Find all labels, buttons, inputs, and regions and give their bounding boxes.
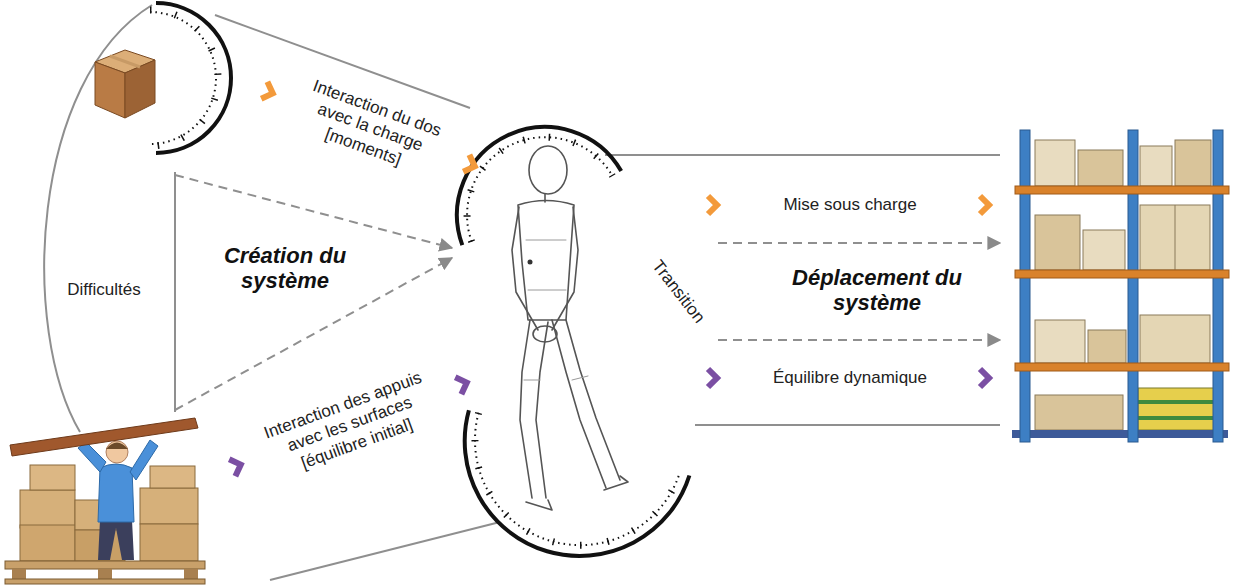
human-figure-sketch xyxy=(566,320,620,480)
shelving-illustration xyxy=(1012,130,1229,442)
shelving-illustration xyxy=(1012,430,1228,438)
worker-illustration xyxy=(150,466,195,488)
section-heading: Déplacement du système xyxy=(782,265,972,316)
shelving-illustration xyxy=(1138,416,1214,420)
guide-lines xyxy=(695,424,1000,426)
gauge-arc xyxy=(467,137,612,242)
gauge-arc xyxy=(150,10,218,146)
human-figure-sketch xyxy=(604,476,628,490)
purple-chevron xyxy=(455,374,470,394)
shelving-illustration xyxy=(1035,215,1080,270)
gauge-arc xyxy=(467,137,612,242)
section-heading: Création du système xyxy=(210,243,360,294)
worker-illustration xyxy=(78,442,106,472)
shelving-illustration xyxy=(1020,130,1030,442)
human-figure-sketch xyxy=(529,146,567,194)
human-figure-sketch xyxy=(552,207,578,330)
gauge-arc xyxy=(156,3,231,153)
human-figure-sketch xyxy=(526,500,552,510)
shelving-illustration xyxy=(1078,150,1123,186)
shelving-illustration xyxy=(1035,395,1123,430)
worker-illustration xyxy=(106,441,128,463)
worker-illustration xyxy=(5,579,205,584)
shelving-illustration xyxy=(1175,140,1211,186)
shelving-illustration xyxy=(1138,388,1214,430)
purple-chevron xyxy=(980,369,989,387)
shelving-illustration xyxy=(1213,130,1223,442)
dashed-arrows xyxy=(718,242,1000,244)
shelving-illustration xyxy=(1140,315,1210,363)
human-figure-sketch xyxy=(552,320,606,488)
gauge-arc xyxy=(457,127,621,245)
worker-illustration xyxy=(20,490,75,528)
box-icon xyxy=(125,60,155,118)
gauge-arc xyxy=(150,12,216,144)
shelving-illustration xyxy=(1035,140,1075,186)
guide-lines xyxy=(270,522,500,580)
human-figure-sketch xyxy=(512,207,538,330)
gauge-arc xyxy=(150,3,689,556)
dashed-arrows xyxy=(718,339,1000,341)
worker-illustration xyxy=(98,520,134,560)
worker-illustration xyxy=(106,443,128,450)
shelving-illustration xyxy=(1138,400,1214,404)
shelving-illustration xyxy=(1175,205,1176,270)
annotation-label: Interaction des appuis avec les surfaces… xyxy=(246,362,455,488)
worker-illustration xyxy=(20,525,75,561)
worker-illustration xyxy=(12,569,26,579)
shelving-illustration xyxy=(1128,130,1138,442)
worker-illustration xyxy=(184,569,198,579)
box-icon xyxy=(95,62,125,118)
annotation-label: Interaction du dos avec la charge [momen… xyxy=(282,71,458,185)
orange-chevron xyxy=(463,155,478,175)
purple-chevron xyxy=(708,369,717,387)
gauge-arc xyxy=(475,413,680,545)
orange-chevron xyxy=(708,196,717,214)
shelving-illustration xyxy=(1035,320,1085,363)
dashed-arrows xyxy=(175,175,452,248)
shelving-illustration xyxy=(1140,146,1172,186)
worker-illustration xyxy=(98,569,112,579)
dashed-arrows xyxy=(175,175,1000,410)
worker-illustration xyxy=(30,465,75,490)
guide-lines xyxy=(174,172,176,412)
shelving-illustration xyxy=(1088,330,1126,363)
purple-chevron xyxy=(229,456,244,476)
shelving-illustration xyxy=(1140,205,1210,270)
orange-chevron xyxy=(261,82,276,102)
worker-illustration xyxy=(5,418,205,584)
shelving-illustration xyxy=(1015,363,1229,371)
human-figure-sketch xyxy=(512,146,628,510)
orange-chevron xyxy=(980,196,989,214)
human-figure-sketch xyxy=(536,322,548,498)
worker-illustration xyxy=(98,464,134,522)
annotation-label: Équilibre dynamique xyxy=(773,368,927,388)
worker-illustration xyxy=(130,440,158,480)
worker-illustration xyxy=(140,488,198,524)
gauge-arc xyxy=(465,410,690,556)
box-icon xyxy=(110,56,140,67)
worker-illustration xyxy=(10,418,198,456)
shelving-illustration xyxy=(1015,186,1229,194)
shelving-illustration xyxy=(1015,270,1229,278)
box-icon xyxy=(95,50,155,118)
human-figure-sketch xyxy=(520,320,532,498)
worker-illustration xyxy=(140,524,198,561)
guide-lines xyxy=(44,5,1000,580)
guide-lines xyxy=(605,154,1000,156)
annotation-label: Transition xyxy=(647,257,709,328)
worker-illustration xyxy=(5,561,205,569)
human-figure-sketch xyxy=(528,260,533,265)
annotation-label: Difficultés xyxy=(67,280,140,300)
gauge-arc xyxy=(475,413,680,545)
annotation-label: Mise sous charge xyxy=(783,195,916,215)
human-figure-sketch xyxy=(524,240,588,380)
human-figure-sketch xyxy=(518,201,574,321)
shelving-illustration xyxy=(1083,230,1125,270)
